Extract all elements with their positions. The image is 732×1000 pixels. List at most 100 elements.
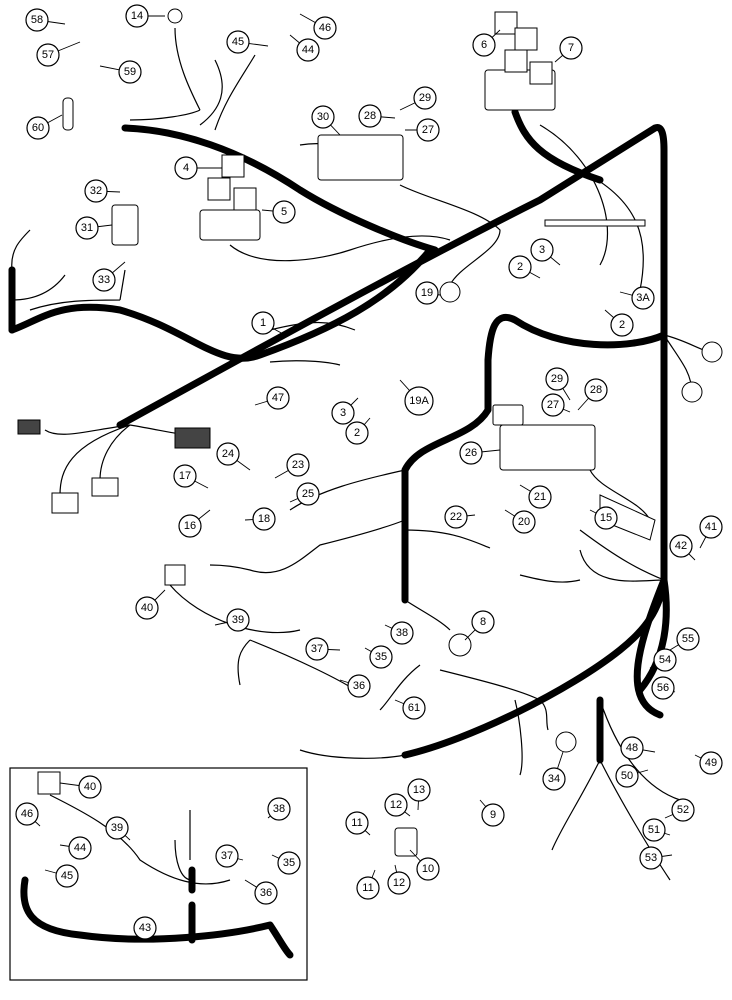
callout-c25: 25 bbox=[289, 482, 320, 506]
callout-i44: 44 bbox=[59, 836, 92, 860]
control-module-30 bbox=[317, 134, 404, 181]
callout-circle bbox=[542, 767, 566, 791]
callout-c49: 49 bbox=[694, 751, 723, 775]
callout-circle bbox=[699, 515, 723, 539]
harness-right-upper bbox=[511, 108, 604, 184]
callout-c19A: 19A bbox=[399, 379, 434, 416]
callout-label: 21 bbox=[534, 491, 546, 503]
callout-circle bbox=[178, 514, 202, 538]
callout-label: 47 bbox=[272, 392, 284, 404]
callout-label: 23 bbox=[292, 459, 304, 471]
callout-c32: 32 bbox=[84, 179, 121, 203]
component-10 bbox=[394, 827, 418, 857]
relay-6c bbox=[504, 49, 528, 73]
callout-label: 25 bbox=[302, 488, 314, 500]
callout-c3A: 3A bbox=[619, 286, 655, 310]
harness-right-middle bbox=[401, 314, 668, 604]
callout-label: 27 bbox=[422, 124, 434, 136]
callout-label: 6 bbox=[481, 39, 487, 51]
callout-c29b: 29 bbox=[545, 367, 571, 401]
bracket-3 bbox=[544, 219, 646, 227]
callout-label: 16 bbox=[184, 520, 196, 532]
callout-label: 41 bbox=[705, 521, 717, 533]
connector-left-2 bbox=[174, 427, 211, 449]
callout-c11a: 11 bbox=[345, 811, 371, 836]
callout-label: 43 bbox=[139, 922, 151, 934]
harness-top-branch bbox=[121, 124, 439, 254]
callout-c29a: 29 bbox=[399, 86, 437, 111]
callout-circle bbox=[404, 386, 434, 416]
callout-c48: 48 bbox=[620, 736, 656, 760]
callout-label: 28 bbox=[364, 110, 376, 122]
inset-wire bbox=[49, 794, 231, 885]
callout-c36a: 36 bbox=[339, 674, 371, 698]
callout-circle bbox=[226, 30, 250, 54]
callout-circle bbox=[387, 871, 411, 895]
callout-label: 29 bbox=[551, 373, 563, 385]
callout-label: 52 bbox=[677, 804, 689, 816]
callout-c2c: 2 bbox=[345, 417, 371, 445]
connector-left-1 bbox=[17, 419, 41, 435]
callout-circle bbox=[25, 8, 49, 32]
callout-label: 60 bbox=[32, 122, 44, 134]
callout-i40: 40 bbox=[59, 775, 102, 799]
components bbox=[17, 8, 723, 857]
callout-c6: 6 bbox=[472, 29, 501, 57]
callout-i43: 43 bbox=[133, 916, 157, 941]
relay-6b bbox=[514, 27, 538, 51]
callout-circle bbox=[68, 836, 92, 860]
callout-circle bbox=[384, 793, 408, 817]
callout-c2a: 2 bbox=[508, 255, 541, 279]
callout-circle bbox=[251, 311, 275, 335]
callout-c33: 33 bbox=[92, 261, 126, 292]
callout-label: 29 bbox=[419, 92, 431, 104]
callout-c17: 17 bbox=[173, 464, 209, 489]
relay-4b bbox=[207, 177, 231, 201]
callout-label: 54 bbox=[659, 654, 671, 666]
inset-frame bbox=[9, 767, 308, 981]
callout-circle bbox=[84, 179, 108, 203]
callout-label: 40 bbox=[141, 602, 153, 614]
sensor-right-mid bbox=[681, 381, 703, 403]
callout-label: 5 bbox=[281, 206, 287, 218]
callout-label: 13 bbox=[413, 784, 425, 796]
callout-c58: 58 bbox=[25, 8, 66, 32]
callout-circle bbox=[55, 864, 79, 888]
callout-i38: 38 bbox=[267, 797, 291, 821]
callout-circle bbox=[173, 464, 197, 488]
callout-c16: 16 bbox=[178, 509, 211, 538]
callout-circle bbox=[472, 33, 496, 57]
relay-base-5 bbox=[199, 209, 261, 241]
callout-circle bbox=[541, 393, 565, 417]
harness-right-loop bbox=[596, 576, 670, 764]
callout-circle bbox=[642, 818, 666, 842]
callout-c50: 50 bbox=[615, 764, 649, 788]
callout-circle bbox=[331, 401, 355, 425]
callout-c15: 15 bbox=[589, 506, 618, 530]
callout-c1: 1 bbox=[251, 311, 286, 336]
callout-c27a: 27 bbox=[405, 118, 440, 142]
callout-label: 45 bbox=[61, 870, 73, 882]
switch-31 bbox=[111, 204, 139, 246]
callout-circle bbox=[216, 442, 240, 466]
callout-c38a: 38 bbox=[384, 621, 414, 645]
callout-label: 45 bbox=[232, 36, 244, 48]
callout-label: 35 bbox=[375, 651, 387, 663]
inset-wire-2 bbox=[174, 810, 193, 881]
harness-right-down bbox=[401, 331, 668, 759]
callout-circle bbox=[92, 268, 116, 292]
callout-label: 4 bbox=[183, 162, 189, 174]
callout-circle bbox=[459, 441, 483, 465]
callout-label: 39 bbox=[232, 614, 244, 626]
callout-label: 58 bbox=[31, 14, 43, 26]
callout-label: 39 bbox=[111, 822, 123, 834]
callout-label: 20 bbox=[518, 516, 530, 528]
callout-c10: 10 bbox=[409, 849, 440, 881]
callout-c39a: 39 bbox=[214, 608, 250, 632]
callout-label: 11 bbox=[362, 882, 373, 894]
callout-label: 48 bbox=[626, 742, 638, 754]
callout-circle bbox=[305, 637, 329, 661]
callout-circle bbox=[653, 648, 677, 672]
callout-label: 27 bbox=[547, 399, 559, 411]
callout-c47: 47 bbox=[254, 386, 290, 410]
